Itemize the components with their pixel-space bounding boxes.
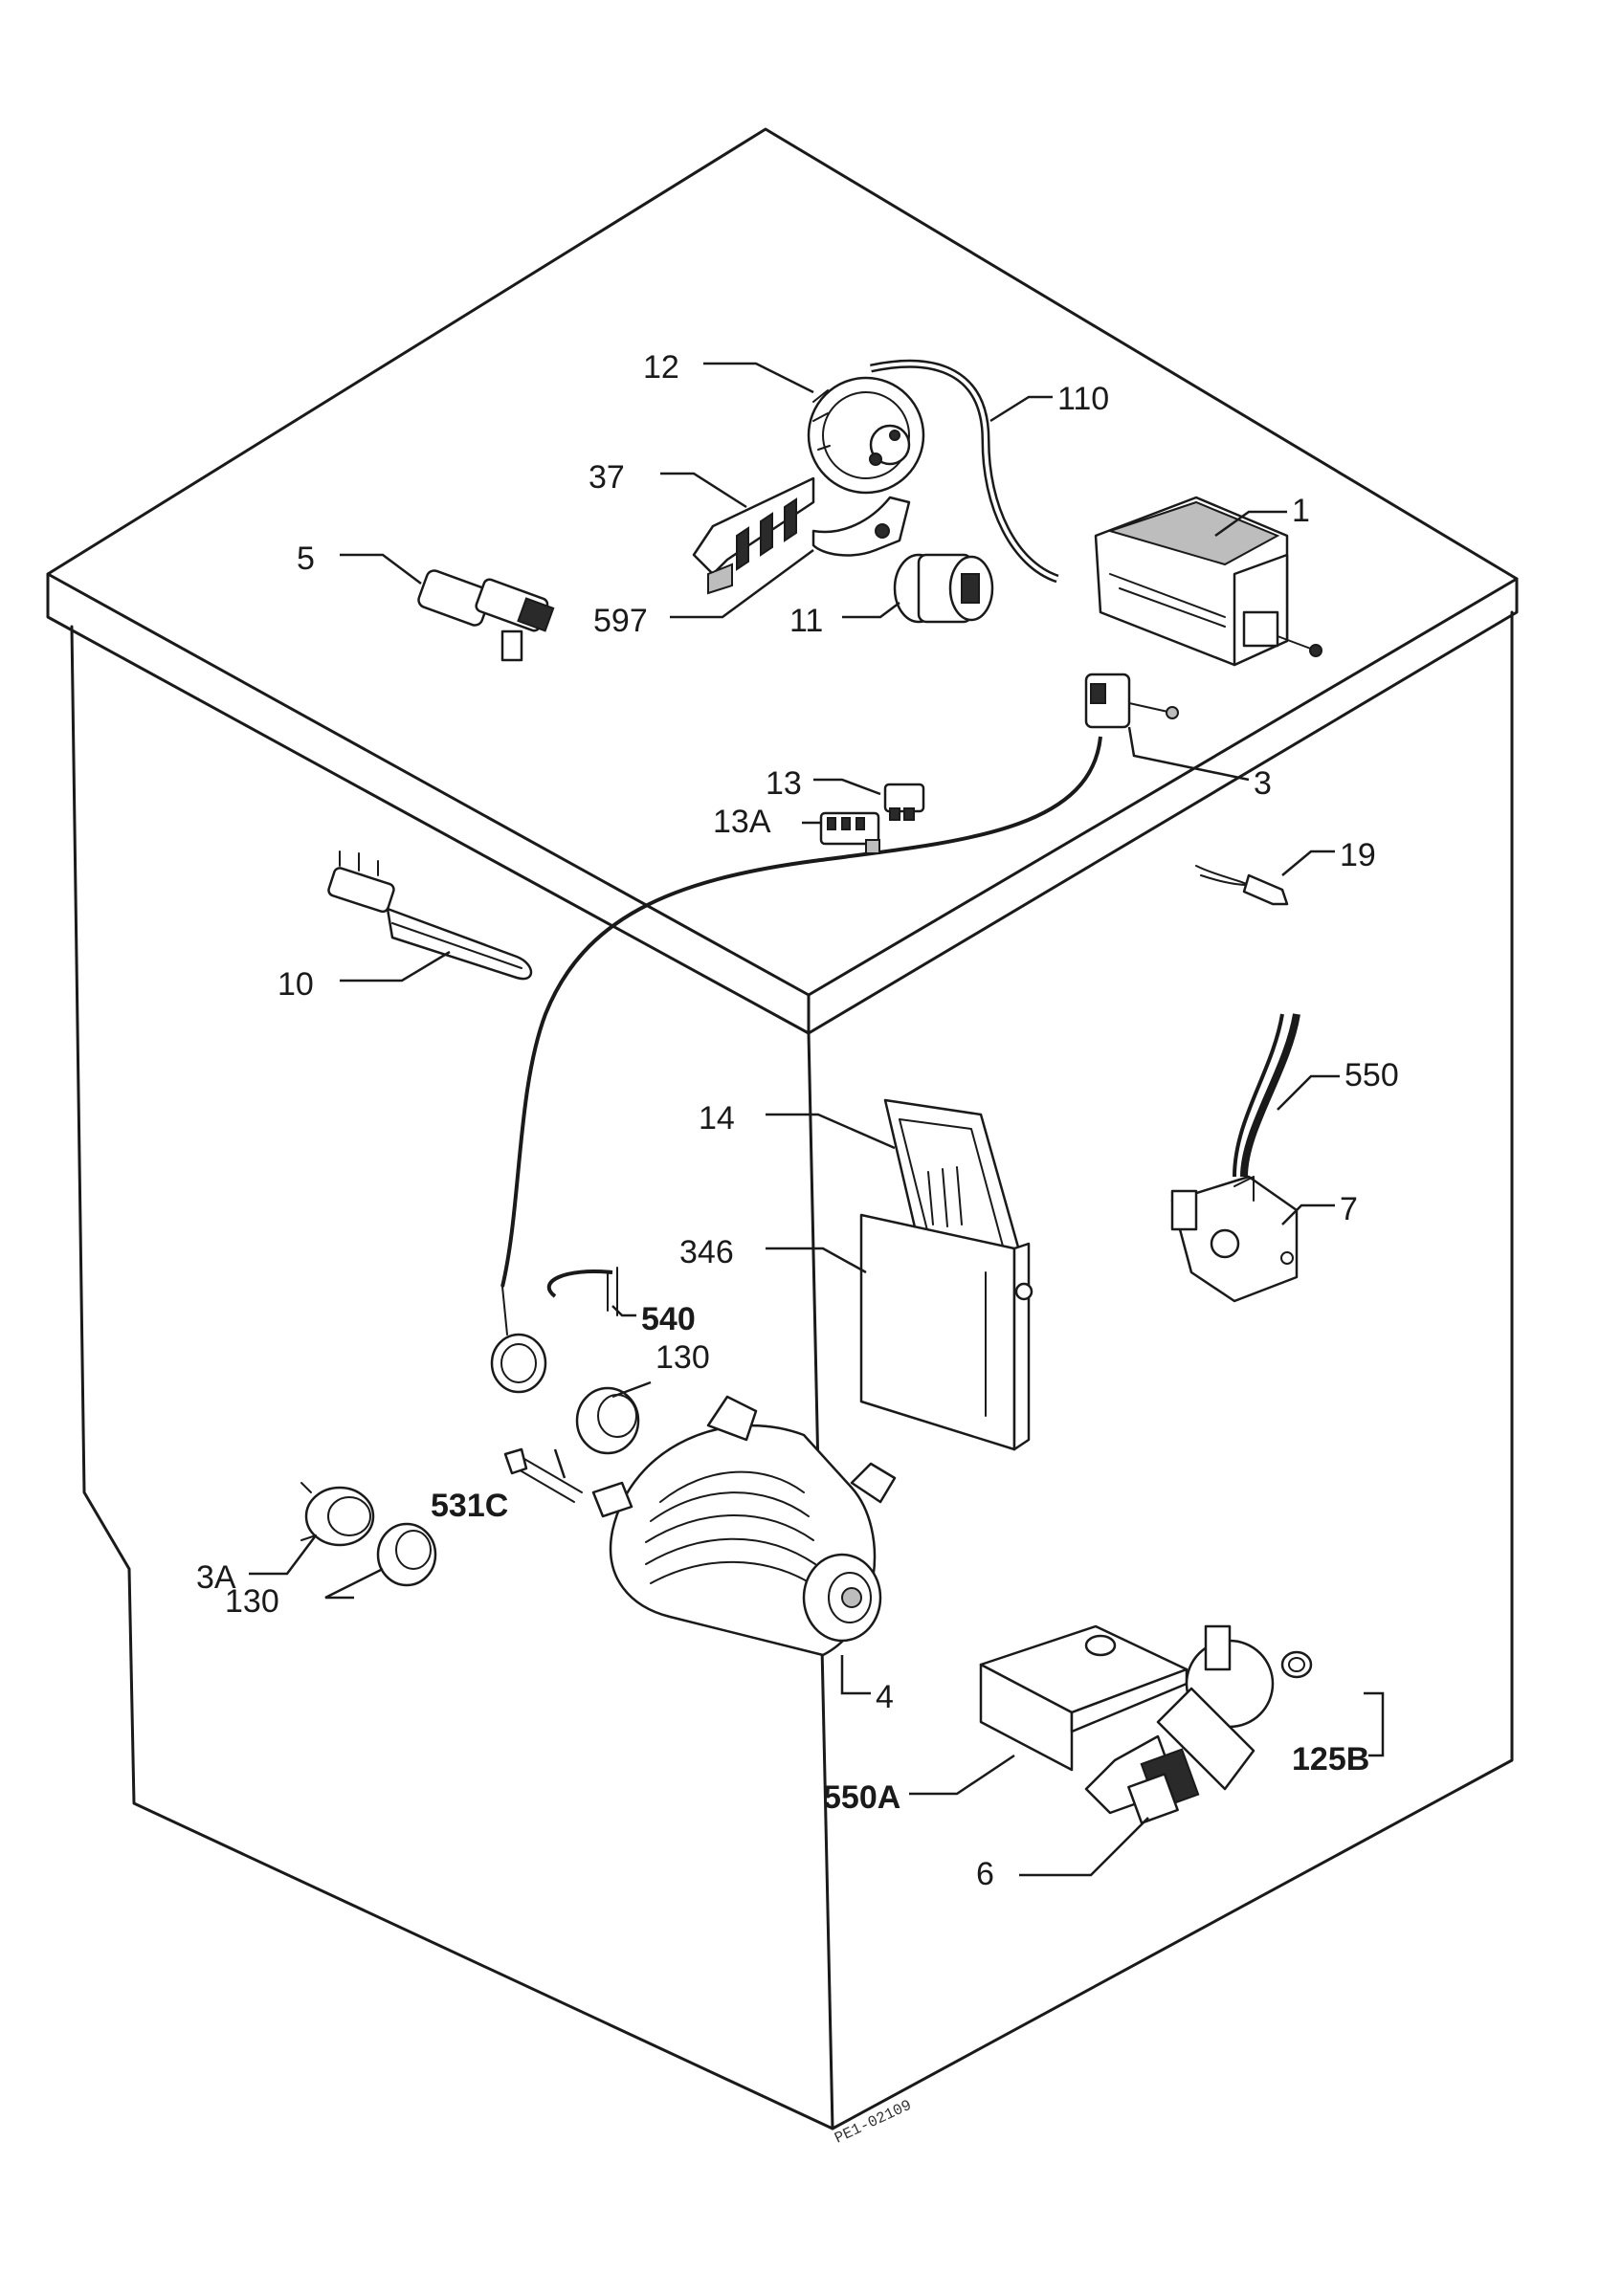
part-13a-connector: [819, 811, 880, 854]
callout-597: 597: [593, 603, 648, 639]
part-6-drain-pump: [1084, 1624, 1275, 1824]
callout-110: 110: [1057, 381, 1109, 417]
callout-5: 5: [297, 541, 315, 577]
callout-19: 19: [1340, 837, 1376, 873]
part-125b-seal: [1280, 1650, 1313, 1679]
part-550a-block: [979, 1624, 1189, 1772]
part-19-sensor: [1195, 865, 1289, 906]
part-531c-screw: [503, 1447, 583, 1503]
part-5-inlet-valve: [417, 569, 555, 662]
part-11-capacitor: [893, 553, 994, 624]
part-1-programmer: [1094, 496, 1322, 667]
callout-550: 550: [1344, 1057, 1399, 1093]
callout-3: 3: [1254, 765, 1272, 802]
callout-13a: 13A: [713, 804, 771, 840]
callout-labels: 1 3 3A 4 5 6 7 10 11 12 13 13A 14 19 37 …: [196, 349, 1399, 1892]
callout-130-lower: 130: [225, 1583, 279, 1620]
callout-11: 11: [789, 603, 823, 639]
callout-3a: 3A: [196, 1559, 236, 1596]
part-12-selector: [807, 376, 925, 495]
part-110-hose: [870, 359, 1059, 584]
part-3-cable-grommet: [490, 1286, 547, 1394]
callout-12: 12: [643, 349, 679, 386]
callout-130-upper: 130: [655, 1339, 710, 1376]
part-130-lower-grommet: [376, 1522, 437, 1587]
part-3-cable: [500, 736, 1102, 1288]
part-3a-thermostat: [300, 1482, 375, 1547]
part-346-holder: [859, 1213, 1033, 1451]
callout-540: 540: [641, 1301, 696, 1337]
callout-14: 14: [699, 1100, 735, 1137]
cabinet-outline: [46, 127, 1519, 2130]
part-597-bracket: [811, 496, 911, 557]
part-540-clip: [546, 1267, 618, 1316]
callout-4: 4: [876, 1679, 894, 1715]
callout-531c: 531C: [431, 1488, 508, 1524]
part-13-connector: [883, 783, 925, 821]
callout-6: 6: [976, 1856, 994, 1892]
part-10-heater: [327, 850, 533, 981]
callout-10: 10: [278, 966, 314, 1003]
callout-550a: 550A: [823, 1779, 900, 1816]
part-130-upper-grommet: [575, 1386, 640, 1455]
leader-lines: [249, 362, 1385, 1877]
part-550-wire: [1233, 1013, 1300, 1178]
part-7-pressure-switch: [1170, 1175, 1299, 1303]
callout-13: 13: [766, 765, 802, 802]
part-4-motor: [591, 1395, 897, 1657]
part-3-switch: [1084, 673, 1179, 729]
callout-37: 37: [589, 459, 625, 496]
callout-346: 346: [679, 1234, 734, 1270]
callout-1: 1: [1292, 493, 1310, 529]
callout-125b: 125B: [1292, 1741, 1369, 1777]
part-37-terminal-block: [692, 476, 815, 595]
callout-7: 7: [1340, 1191, 1358, 1227]
